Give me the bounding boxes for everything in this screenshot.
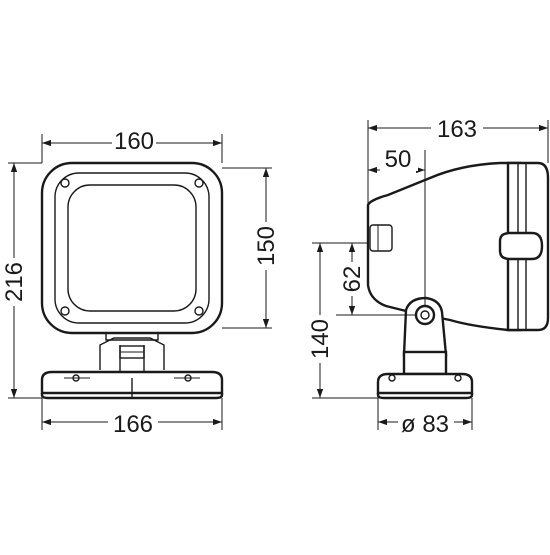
dim-label-150: 150 bbox=[253, 226, 280, 266]
dim-front-height-total: 216 bbox=[1, 162, 42, 399]
dim-side-height-pivot: 140 bbox=[307, 242, 378, 399]
front-lamp-housing bbox=[40, 161, 224, 335]
side-view: 163 50 62 140 bbox=[307, 115, 550, 438]
side-rear-cap bbox=[369, 224, 393, 252]
side-latch bbox=[498, 231, 544, 261]
front-view: 160 216 150 166 bbox=[1, 126, 280, 438]
dim-side-height-mount: 62 bbox=[336, 242, 416, 316]
dim-label-50: 50 bbox=[385, 146, 412, 173]
front-screws bbox=[60, 178, 204, 316]
side-pivot-bolt bbox=[414, 304, 436, 326]
dim-side-base-diameter: ø 83 bbox=[377, 398, 473, 438]
dim-label-216: 216 bbox=[1, 262, 28, 302]
side-bracket-arm bbox=[402, 296, 448, 357]
dim-label-140: 140 bbox=[307, 319, 334, 359]
dim-front-height-lamp: 150 bbox=[222, 167, 280, 329]
dim-front-width-top: 160 bbox=[41, 126, 223, 163]
dim-label-diameter-83: ø 83 bbox=[401, 411, 449, 438]
front-lens-outer bbox=[54, 172, 210, 324]
dim-side-depth-total: 163 bbox=[367, 115, 549, 205]
dim-front-width-base: 166 bbox=[41, 398, 223, 438]
front-bracket bbox=[99, 333, 165, 372]
front-lens-inner bbox=[67, 184, 197, 312]
dim-label-160: 160 bbox=[114, 128, 154, 155]
dim-label-163: 163 bbox=[437, 116, 477, 143]
side-stem bbox=[402, 350, 448, 376]
dim-label-62: 62 bbox=[339, 266, 366, 293]
front-base bbox=[40, 370, 224, 400]
dim-side-depth-pivot: 50 bbox=[368, 146, 426, 306]
dim-label-166: 166 bbox=[113, 411, 153, 438]
side-base bbox=[376, 372, 474, 400]
